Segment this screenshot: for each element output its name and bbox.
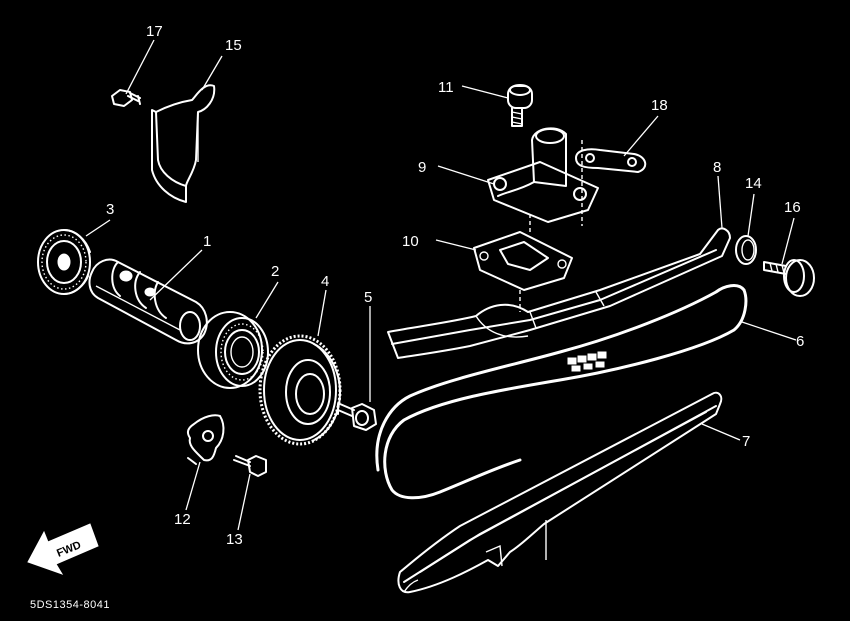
callout-labels: 17 15 3 1 2 4 5 6 7 8 14 16 11 9 10 18 1… <box>106 23 804 548</box>
callout-1: 1 <box>203 233 211 250</box>
callout-14: 14 <box>745 175 762 192</box>
callout-7: 7 <box>742 433 750 450</box>
part-3-bearing <box>37 229 91 295</box>
part-18-gasket <box>575 148 647 173</box>
callout-2: 2 <box>271 263 279 280</box>
callout-10: 10 <box>402 233 419 250</box>
callout-17: 17 <box>146 23 163 40</box>
callout-12: 12 <box>174 511 191 528</box>
chain-links-icon <box>567 351 607 372</box>
callout-6: 6 <box>796 333 804 350</box>
part-11-bolt <box>507 84 533 127</box>
part-2-bearing <box>197 311 269 389</box>
part-12-lock-plate <box>186 414 225 465</box>
assembly-lines <box>519 140 583 560</box>
fwd-arrow-icon: FWD <box>27 523 99 575</box>
part-4-sprocket <box>258 334 342 446</box>
callout-5: 5 <box>364 289 372 306</box>
callout-8: 8 <box>713 159 721 176</box>
part-5-bolt <box>337 403 377 431</box>
part-15-bracket <box>151 84 216 203</box>
part-6-timing-chain <box>375 284 748 500</box>
callout-18: 18 <box>651 97 668 114</box>
part-14-o-ring <box>735 235 757 265</box>
callout-3: 3 <box>106 201 114 218</box>
part-16-plug-bolt <box>763 259 815 297</box>
leader-lines <box>85 39 797 531</box>
part-10-gasket <box>473 231 573 291</box>
callout-11: 11 <box>438 79 454 96</box>
part-7-chain-guide <box>397 391 723 594</box>
callout-4: 4 <box>321 273 329 290</box>
part-13-bolt <box>233 455 267 477</box>
part-code: 5DS1354-8041 <box>30 599 110 611</box>
callout-16: 16 <box>784 199 801 216</box>
callout-15: 15 <box>225 37 242 54</box>
callout-9: 9 <box>418 159 426 176</box>
part-8-chain-guide <box>387 227 731 359</box>
part-1-camshaft <box>88 258 208 345</box>
callout-13: 13 <box>226 531 243 548</box>
part-17-bolt <box>111 89 141 107</box>
